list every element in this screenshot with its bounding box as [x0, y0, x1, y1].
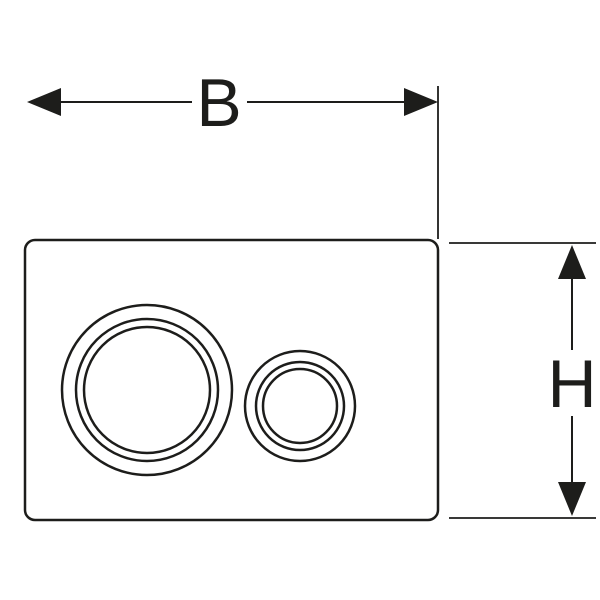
arrowhead-right-icon [404, 88, 438, 116]
arrowhead-down-icon [558, 482, 586, 516]
height-dimension-group: H [449, 242, 597, 519]
width-dimension-label: B [196, 65, 241, 141]
flush-plate-group [23, 238, 440, 522]
width-dimension-group: B [27, 65, 439, 239]
small-button-ring-inner-circle [261, 367, 339, 445]
large-button-ring-inner-circle [82, 325, 212, 455]
height-dimension-label: H [547, 346, 596, 422]
arrowhead-up-icon [558, 245, 586, 279]
arrowhead-left-icon [27, 88, 61, 116]
